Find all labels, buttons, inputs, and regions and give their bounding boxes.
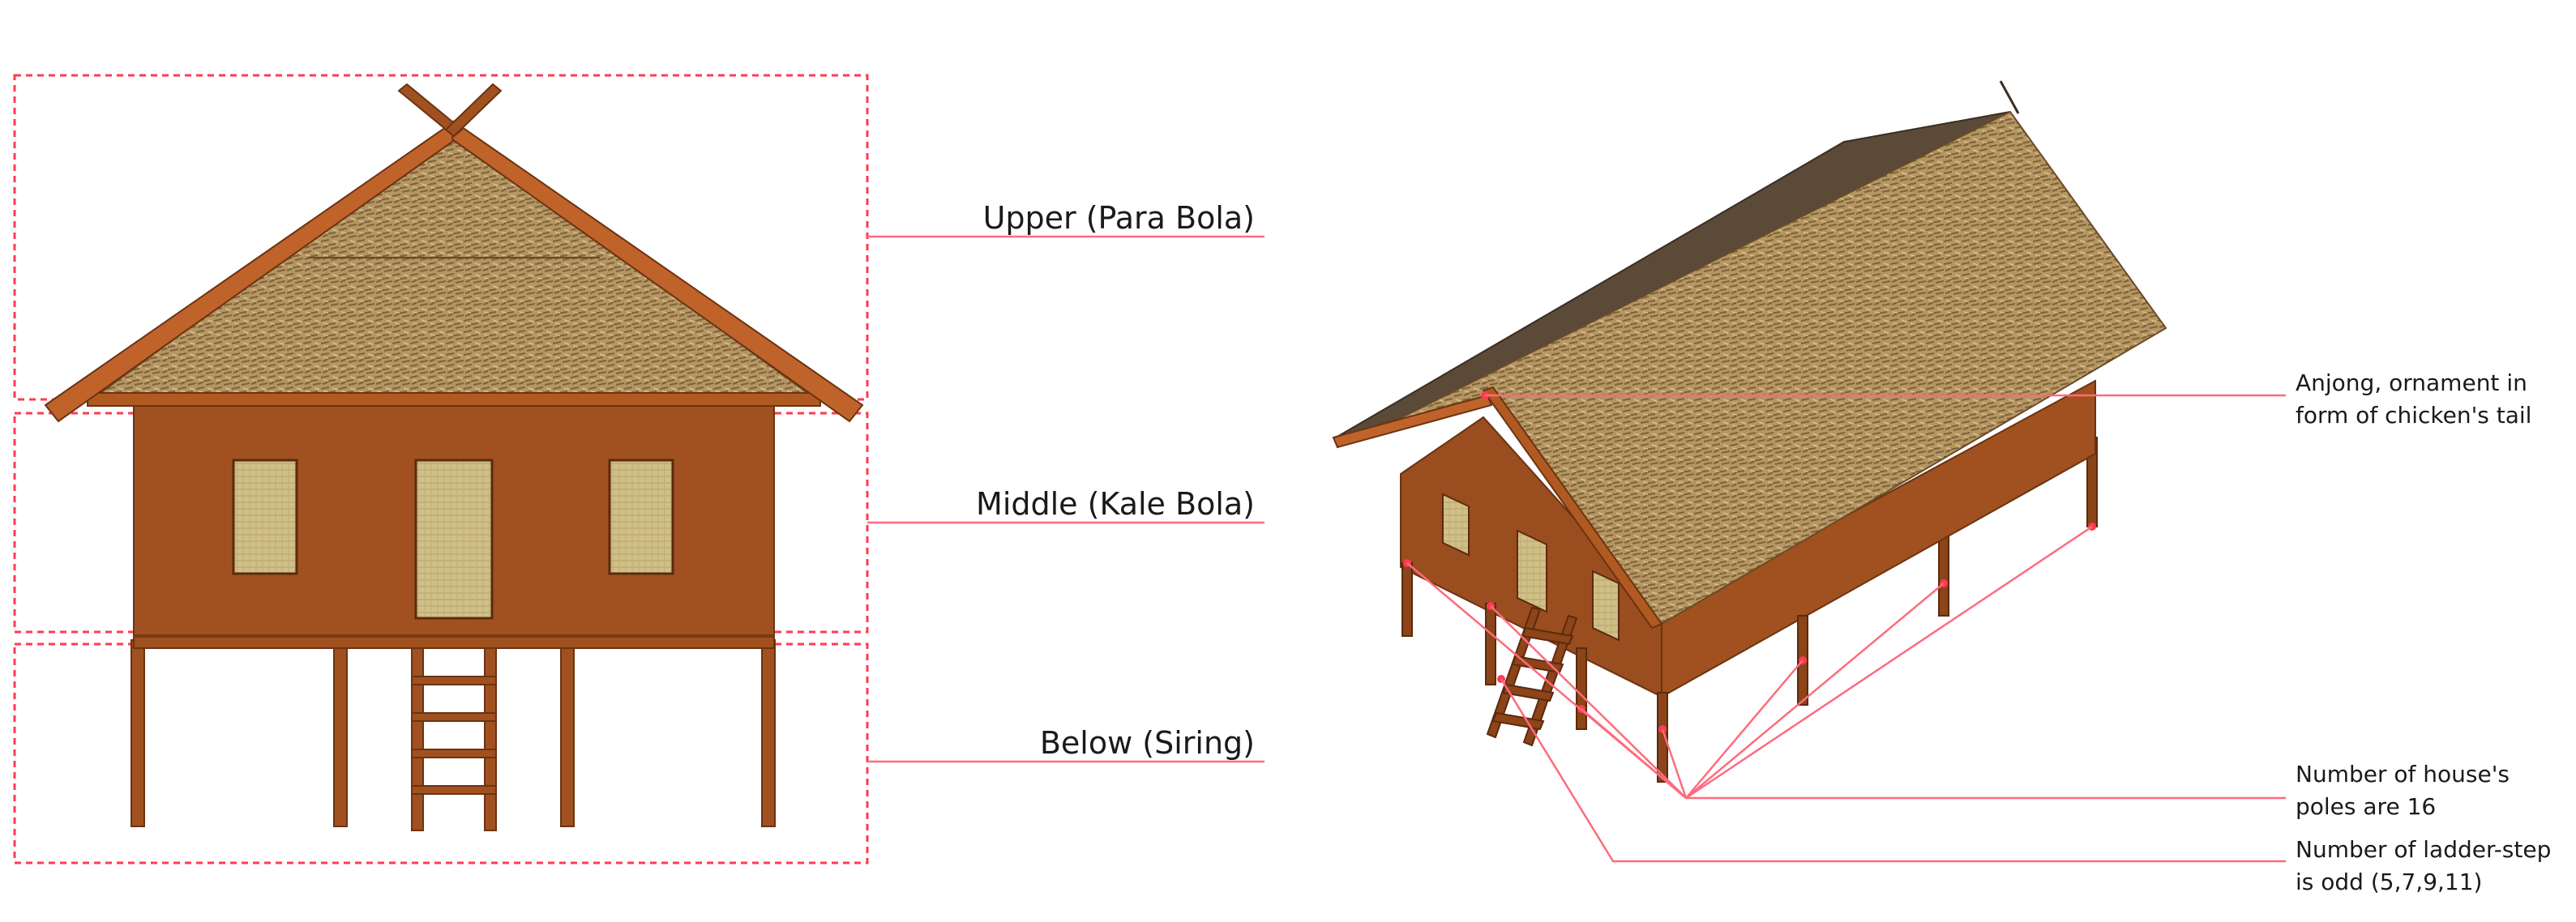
front-window-right [608,459,674,575]
iso-view: Anjong, ornament in form of chicken's ta… [1332,80,2551,895]
front-finial [397,83,503,138]
front-door [414,459,494,620]
iso-roof-eave [1332,394,1493,449]
iso-annotation-lines [1406,394,2286,863]
label-upper: Upper (Para Bola) [983,200,1255,236]
label-anjong-line2: form of chicken's tail [2296,402,2531,429]
iso-poles-back [1938,437,2098,617]
label-anjong-line1: Anjong, ornament in [2296,369,2527,396]
iso-window-right [1592,570,1620,642]
iso-poles-front [1401,562,1808,783]
label-poles-line2: poles are 16 [2296,793,2436,820]
iso-door [1517,529,1547,613]
front-annotation-lines [867,235,1264,763]
front-roof-beam [87,392,821,407]
label-below: Below (Siring) [1040,725,1255,761]
label-ladder-line2: is odd (5,7,9,11) [2296,869,2482,895]
iso-window-left [1442,493,1470,557]
label-middle: Middle (Kale Bola) [976,486,1255,522]
iso-finial [1999,80,2020,114]
label-poles-line1: Number of house's [2296,761,2510,788]
front-ladder [411,615,497,831]
label-ladder-line1: Number of ladder-step [2296,836,2551,863]
front-roof-thatch [94,132,814,396]
iso-anjong-strut [1482,386,1663,630]
iso-ladder [1486,606,1578,747]
front-window-left [232,459,298,575]
front-view: Upper (Para Bola) Middle (Kale Bola) Bel… [13,74,1264,864]
front-poles [131,639,776,827]
